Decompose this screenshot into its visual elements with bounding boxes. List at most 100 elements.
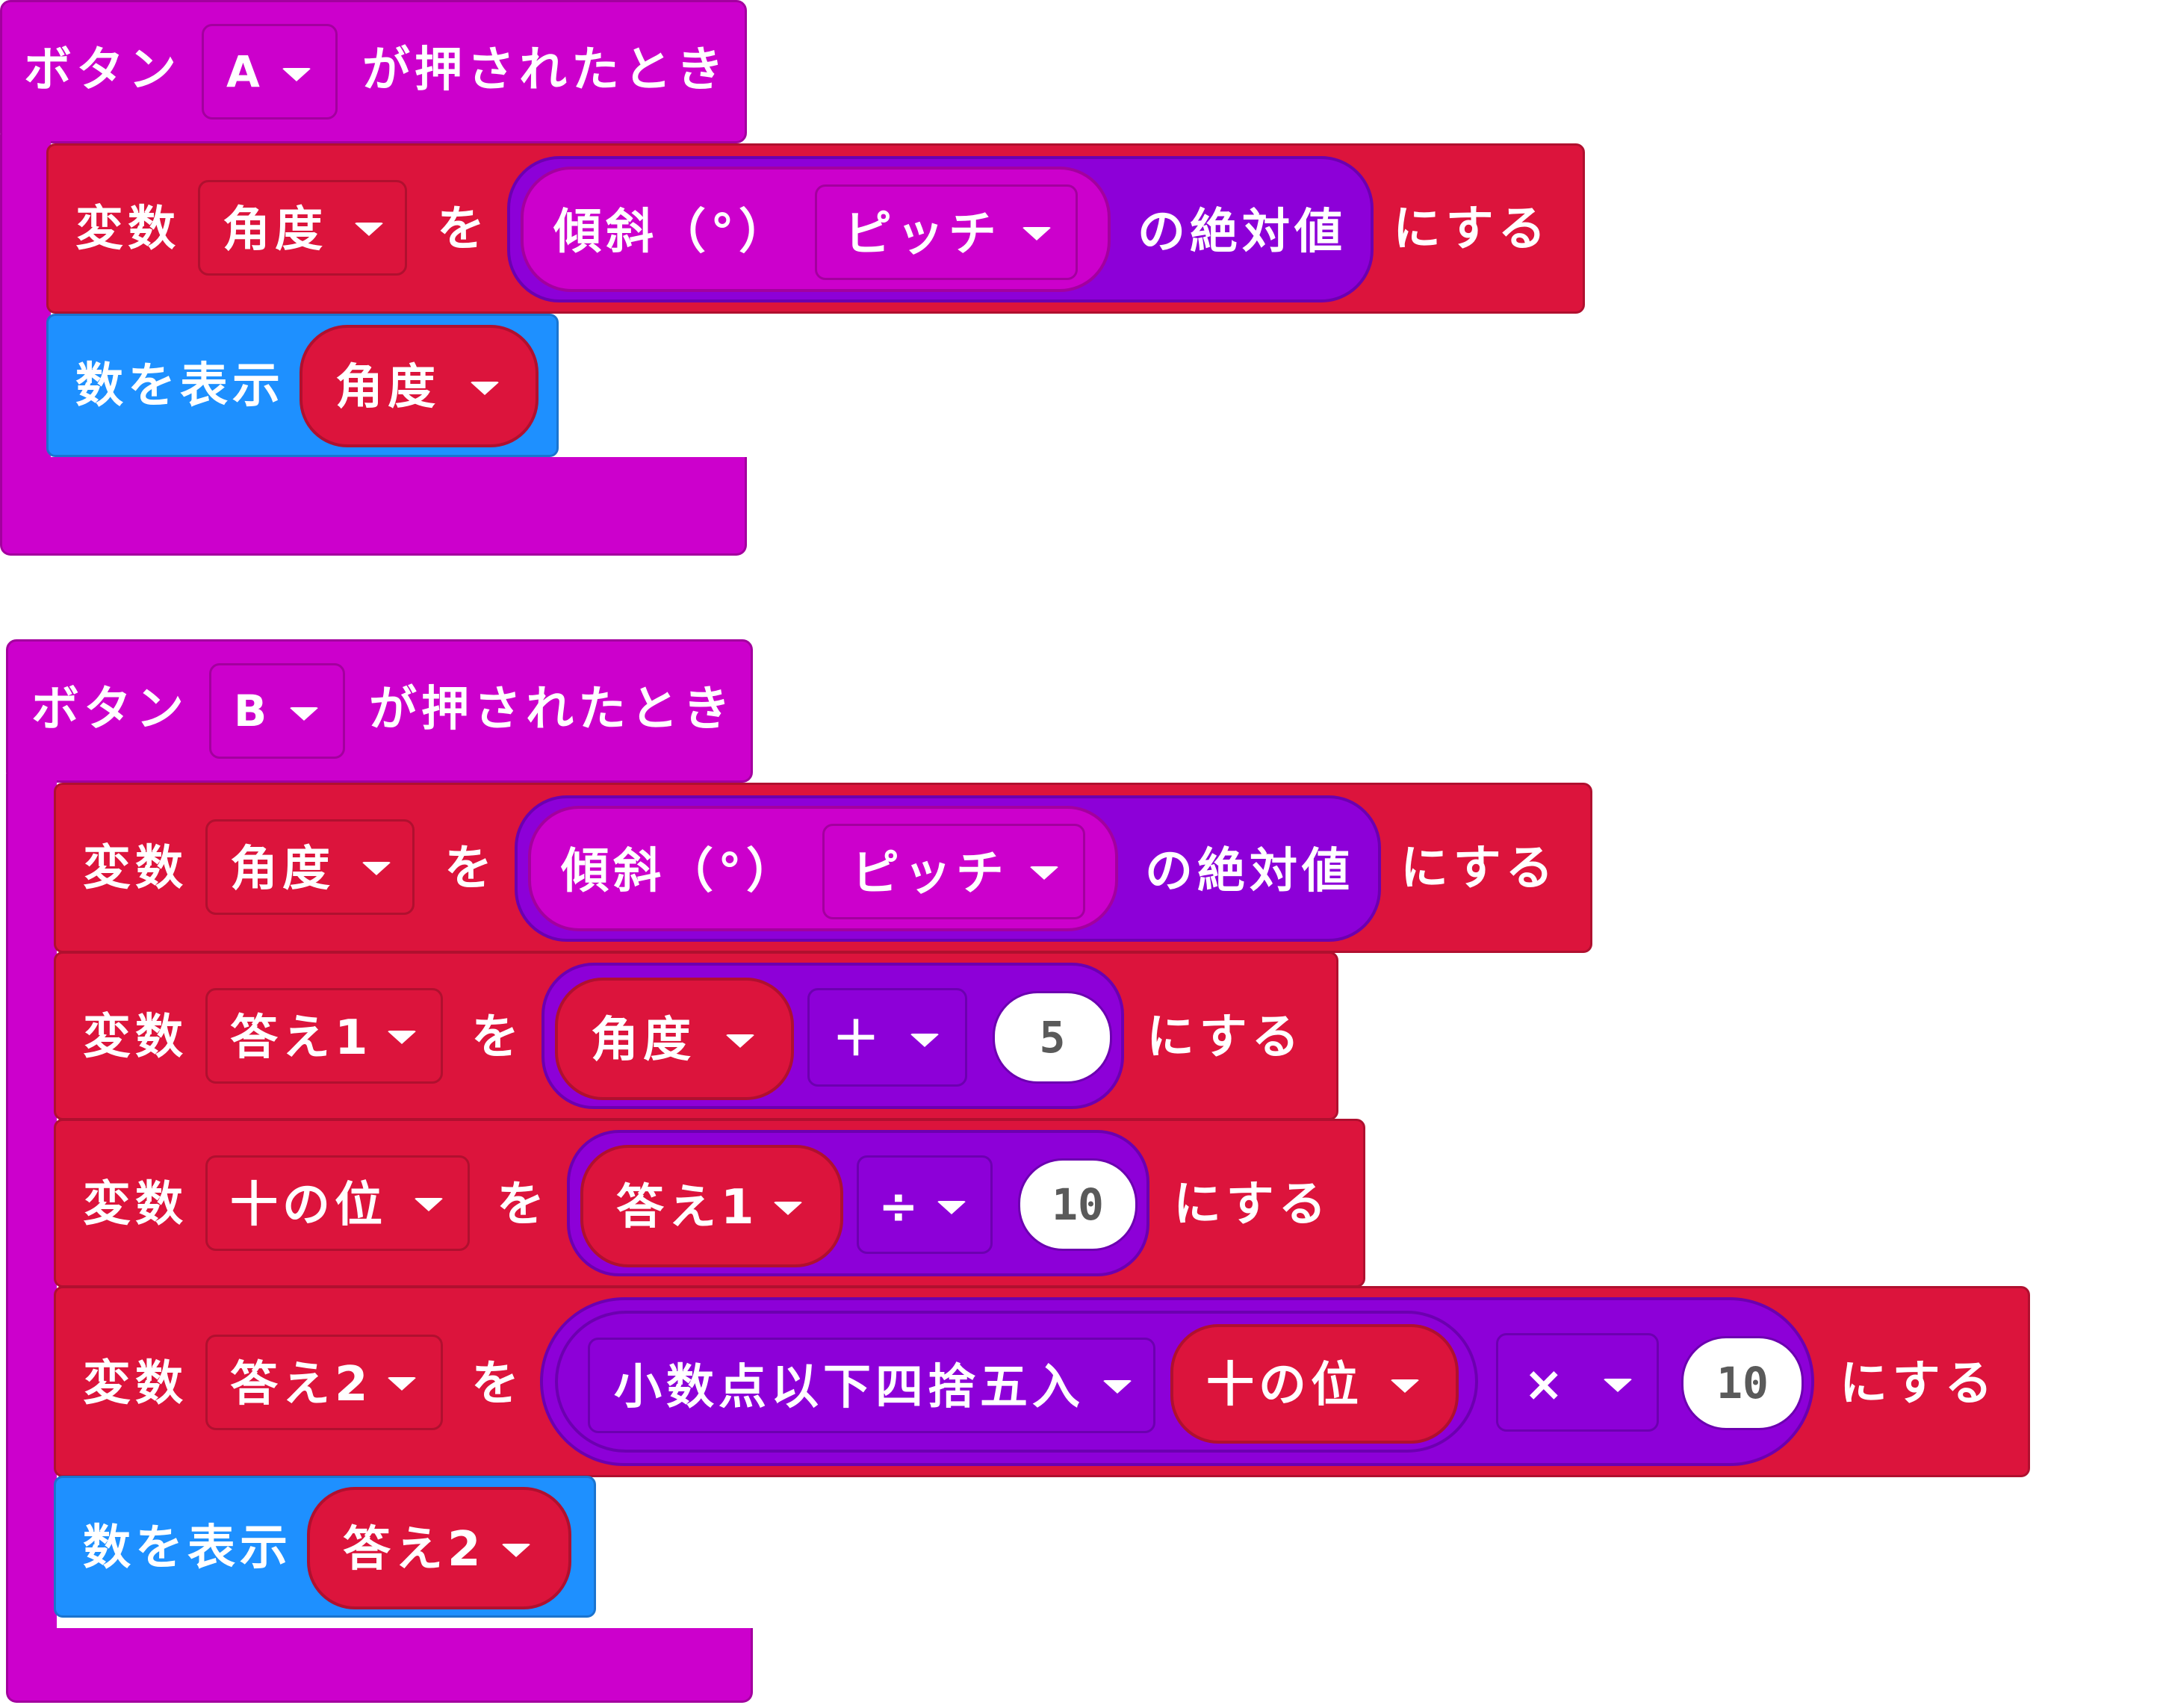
set-label-to: を: [444, 841, 497, 896]
variable-reporter[interactable]: 答え1: [580, 1145, 843, 1267]
event-label-pre: ボタン: [31, 682, 188, 737]
button-value: A: [226, 46, 264, 97]
caret-down-icon: [1029, 866, 1059, 880]
event-hat[interactable]: [6, 639, 753, 783]
set-label-set: にする: [1840, 1356, 1997, 1412]
operator-symbol: ＋: [832, 1012, 884, 1067]
operator-dropdown[interactable]: ×: [1496, 1333, 1659, 1432]
show-number-block[interactable]: 数を表示 角度: [46, 314, 559, 457]
reporter-name: 答え1: [616, 1180, 759, 1235]
caret-down-icon: [1102, 1380, 1132, 1394]
number-input[interactable]: 5: [993, 991, 1112, 1084]
variable-dropdown[interactable]: 十の位: [205, 1155, 470, 1251]
set-label-set: にする: [1393, 202, 1551, 257]
set-variable-block[interactable]: 変数 答え2 を 小数点以下四捨五入 十の位 × 10 にす: [54, 1286, 2030, 1477]
set-label-to: を: [437, 202, 489, 257]
caret-down-icon: [1022, 227, 1052, 240]
event-body: [0, 134, 51, 463]
variable-dropdown[interactable]: 答え2: [205, 1335, 443, 1430]
caret-down-icon: [289, 707, 319, 721]
set-label-to: を: [471, 1010, 524, 1065]
operator-symbol: ×: [1524, 1357, 1568, 1412]
variable-reporter[interactable]: 角度: [300, 325, 539, 447]
show-label: 数を表示: [83, 1521, 292, 1576]
tilt-block[interactable]: 傾斜（°） ピッチ: [528, 806, 1118, 931]
caret-down-icon: [282, 68, 311, 81]
absolute-value-block[interactable]: 傾斜（°） ピッチ の絶対値: [507, 156, 1374, 302]
axis-value: ピッチ: [851, 846, 1008, 901]
button-dropdown[interactable]: B: [209, 663, 345, 759]
caret-down-icon: [937, 1201, 966, 1214]
set-variable-block[interactable]: 変数 答え1 を 角度 ＋ 5 にする: [54, 951, 1338, 1120]
show-label: 数を表示: [75, 358, 285, 414]
caret-down-icon: [470, 382, 500, 395]
tilt-label: 傾斜（°）: [553, 205, 791, 260]
caret-down-icon: [1390, 1379, 1420, 1393]
event-body: [6, 774, 57, 1637]
tilt-label: 傾斜（°）: [561, 844, 798, 899]
abs-label: の絶対値: [1138, 205, 1347, 260]
event-label-post: が押されたとき: [362, 43, 728, 98]
function-name: 小数点以下四捨五入: [614, 1360, 1084, 1415]
caret-down-icon: [387, 1377, 417, 1391]
variable-dropdown[interactable]: 角度: [198, 180, 407, 276]
set-variable-block[interactable]: 変数 角度 を 傾斜（°） ピッチ の絶対値 にする: [54, 783, 1592, 953]
caret-down-icon: [501, 1544, 531, 1557]
variable-name: 十の位: [230, 1178, 387, 1233]
reporter-name: 角度: [335, 360, 440, 415]
reporter-name: 答え2: [343, 1522, 485, 1577]
variable-dropdown[interactable]: 角度: [205, 819, 415, 915]
button-dropdown[interactable]: A: [202, 24, 338, 119]
event-footer: [6, 1628, 753, 1703]
caret-down-icon: [354, 223, 384, 236]
number-input[interactable]: 10: [1018, 1158, 1138, 1251]
variable-name: 答え1: [230, 1010, 373, 1066]
variable-reporter[interactable]: 答え2: [307, 1487, 571, 1609]
reporter-name: 角度: [591, 1013, 695, 1068]
round-function-block[interactable]: 小数点以下四捨五入 十の位: [555, 1311, 1478, 1453]
function-dropdown[interactable]: 小数点以下四捨五入: [588, 1338, 1155, 1433]
axis-dropdown[interactable]: ピッチ: [822, 824, 1085, 919]
caret-down-icon: [725, 1034, 755, 1048]
axis-dropdown[interactable]: ピッチ: [815, 184, 1078, 280]
arithmetic-block[interactable]: 角度 ＋ 5: [541, 963, 1124, 1109]
event-footer: [0, 457, 747, 556]
event-label-pre: ボタン: [24, 43, 181, 98]
arithmetic-block[interactable]: 小数点以下四捨五入 十の位 × 10: [540, 1297, 1814, 1466]
variable-name: 答え2: [230, 1357, 373, 1412]
caret-down-icon: [910, 1034, 940, 1047]
axis-value: ピッチ: [844, 207, 1001, 262]
set-label-to: を: [497, 1177, 549, 1232]
absolute-value-block[interactable]: 傾斜（°） ピッチ の絶対値: [515, 795, 1381, 942]
arithmetic-block[interactable]: 答え1 ÷ 10: [567, 1130, 1149, 1276]
set-label-to: を: [471, 1356, 524, 1412]
button-value: B: [234, 686, 272, 736]
operator-symbol: ÷: [878, 1179, 923, 1235]
set-label-var: 変数: [83, 1177, 187, 1232]
set-label-set: にする: [1146, 1010, 1304, 1065]
abs-label: の絶対値: [1145, 844, 1354, 899]
set-variable-block[interactable]: 変数 角度 を 傾斜（°） ピッチ の絶対値 にする: [46, 143, 1585, 314]
event-hat[interactable]: [0, 0, 747, 143]
operator-dropdown[interactable]: ÷: [857, 1155, 993, 1254]
tilt-block[interactable]: 傾斜（°） ピッチ: [521, 167, 1111, 292]
operator-dropdown[interactable]: ＋: [807, 988, 967, 1087]
set-label-set: にする: [1173, 1177, 1331, 1232]
number-input[interactable]: 10: [1681, 1336, 1804, 1430]
set-variable-block[interactable]: 変数 十の位 を 答え1 ÷ 10 にする: [54, 1119, 1365, 1288]
variable-reporter[interactable]: 十の位: [1170, 1324, 1459, 1444]
variable-reporter[interactable]: 角度: [555, 978, 794, 1100]
set-label-set: にする: [1400, 841, 1558, 896]
caret-down-icon: [387, 1031, 417, 1044]
caret-down-icon: [1603, 1379, 1633, 1392]
set-label-var: 変数: [83, 1356, 187, 1412]
set-label-var: 変数: [83, 841, 187, 896]
variable-name: 角度: [223, 202, 327, 258]
caret-down-icon: [414, 1198, 444, 1211]
caret-down-icon: [361, 862, 391, 875]
set-label-var: 変数: [83, 1010, 187, 1065]
variable-dropdown[interactable]: 答え1: [205, 988, 443, 1084]
show-number-block[interactable]: 数を表示 答え2: [54, 1476, 596, 1618]
variable-name: 角度: [230, 842, 335, 897]
reporter-name: 十の位: [1206, 1358, 1363, 1413]
